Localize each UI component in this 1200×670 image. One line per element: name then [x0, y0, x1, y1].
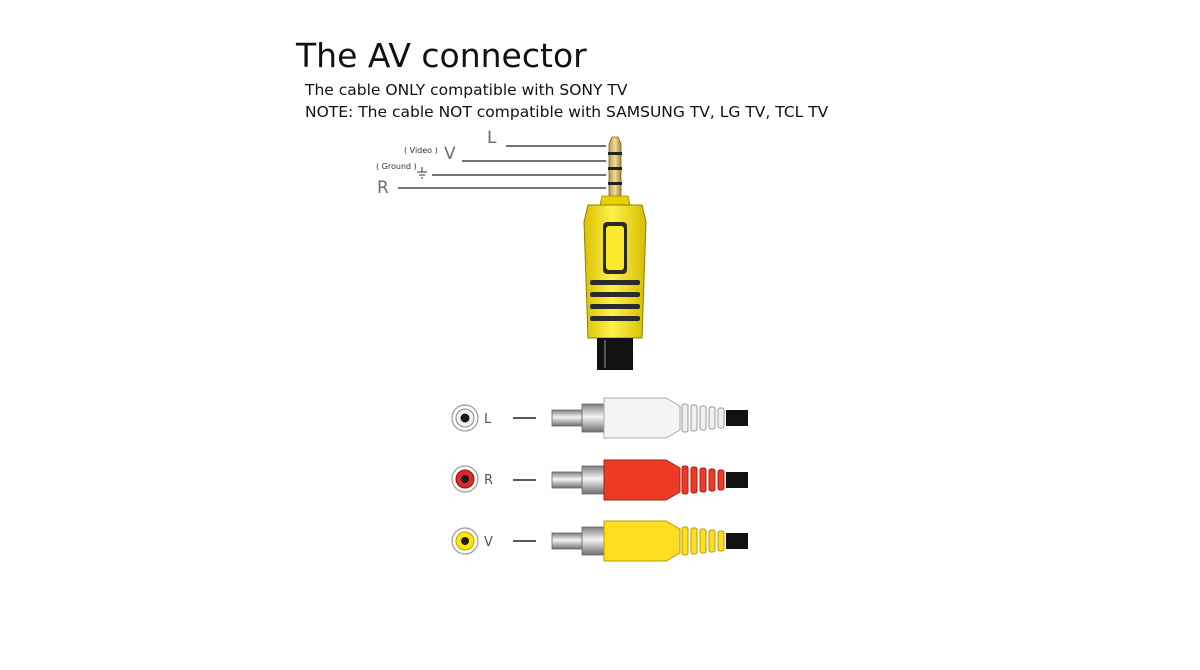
trrs-insulator-ring: [608, 182, 622, 185]
compatibility-note: The cable ONLY compatible with SONY TV: [305, 81, 628, 99]
rca-label-right: R: [484, 473, 493, 488]
trrs-leader-lines: [398, 145, 606, 189]
rca-pin: [551, 471, 583, 489]
trrs-tip: [608, 136, 622, 197]
label-video-channel: V: [444, 144, 456, 164]
trrs-insulator-ring: [608, 152, 622, 155]
label-right-channel: R: [377, 178, 389, 198]
page-title: The AV connector: [296, 36, 587, 75]
rca-plug-right: R: [451, 459, 748, 501]
rca-pin: [551, 409, 583, 427]
rca-label-left: L: [484, 412, 492, 427]
rca-plug-left: L: [451, 397, 748, 439]
rca-body-right: [603, 459, 681, 501]
trrs-insulator-ring: [608, 167, 622, 170]
trrs-jack-plug: [583, 136, 647, 370]
incompatibility-note: NOTE: The cable NOT compatible with SAMS…: [305, 103, 829, 121]
label-ground-caption: ( Ground ): [376, 162, 417, 171]
rca-plug-video: V: [451, 520, 748, 562]
rca-label-video: V: [484, 535, 493, 550]
ground-icon: [417, 167, 427, 179]
rca-body-video: [603, 520, 681, 562]
label-left-channel: L: [487, 128, 497, 148]
rca-pin: [551, 532, 583, 550]
rca-body-left: [603, 397, 681, 439]
trrs-cable: [597, 338, 633, 370]
label-video-caption: ( Video ): [404, 146, 438, 155]
